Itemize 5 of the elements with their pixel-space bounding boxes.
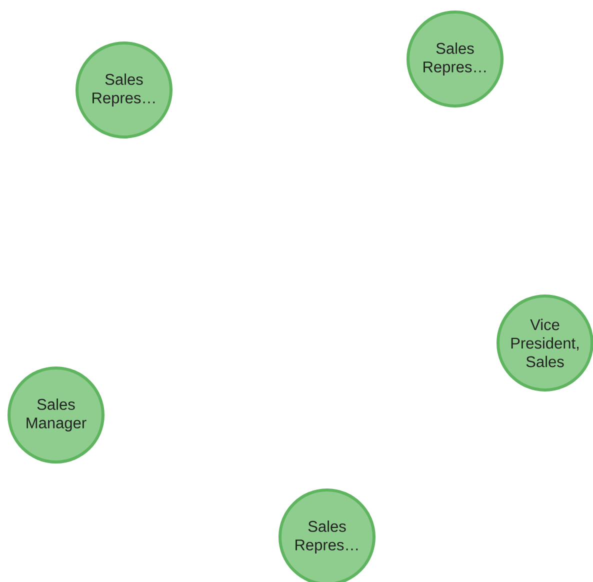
circle-node: Sales Repres…	[76, 42, 172, 138]
circle-node: Sales Repres…	[278, 488, 376, 582]
circle-node: Vice President, Sales	[496, 294, 593, 392]
circle-node: Sales Manager	[8, 366, 104, 464]
circle-node: Sales Repres…	[406, 10, 504, 108]
